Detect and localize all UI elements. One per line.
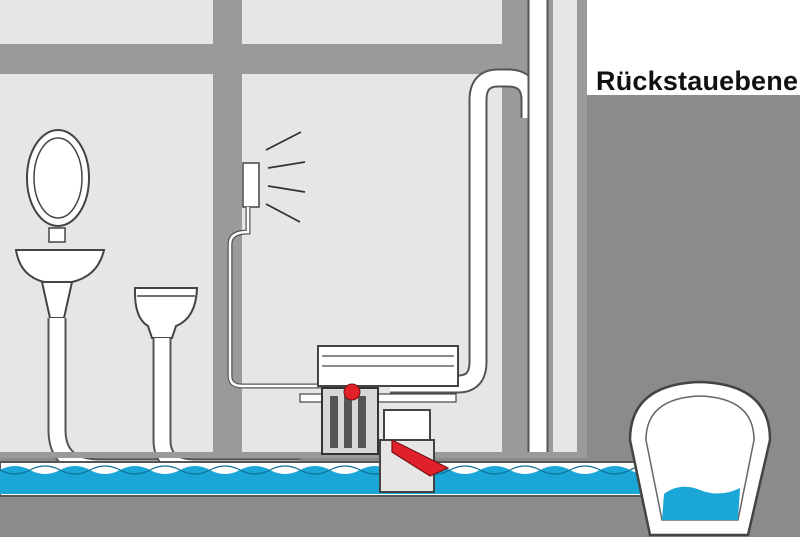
toilet-icon: [133, 287, 199, 339]
alarm-box-icon: [242, 131, 306, 223]
basement-wall: [0, 0, 587, 458]
sewer-main-icon: [628, 380, 772, 537]
surface-sky: [587, 0, 800, 96]
washbasin-icon: [14, 129, 106, 319]
ground-pipe: [0, 461, 661, 497]
backflow-level-label: Rückstauebene: [596, 66, 799, 96]
floor-slab: [0, 452, 587, 458]
backflow-flap: [391, 439, 450, 477]
backwater-pump-icon: [299, 345, 459, 493]
